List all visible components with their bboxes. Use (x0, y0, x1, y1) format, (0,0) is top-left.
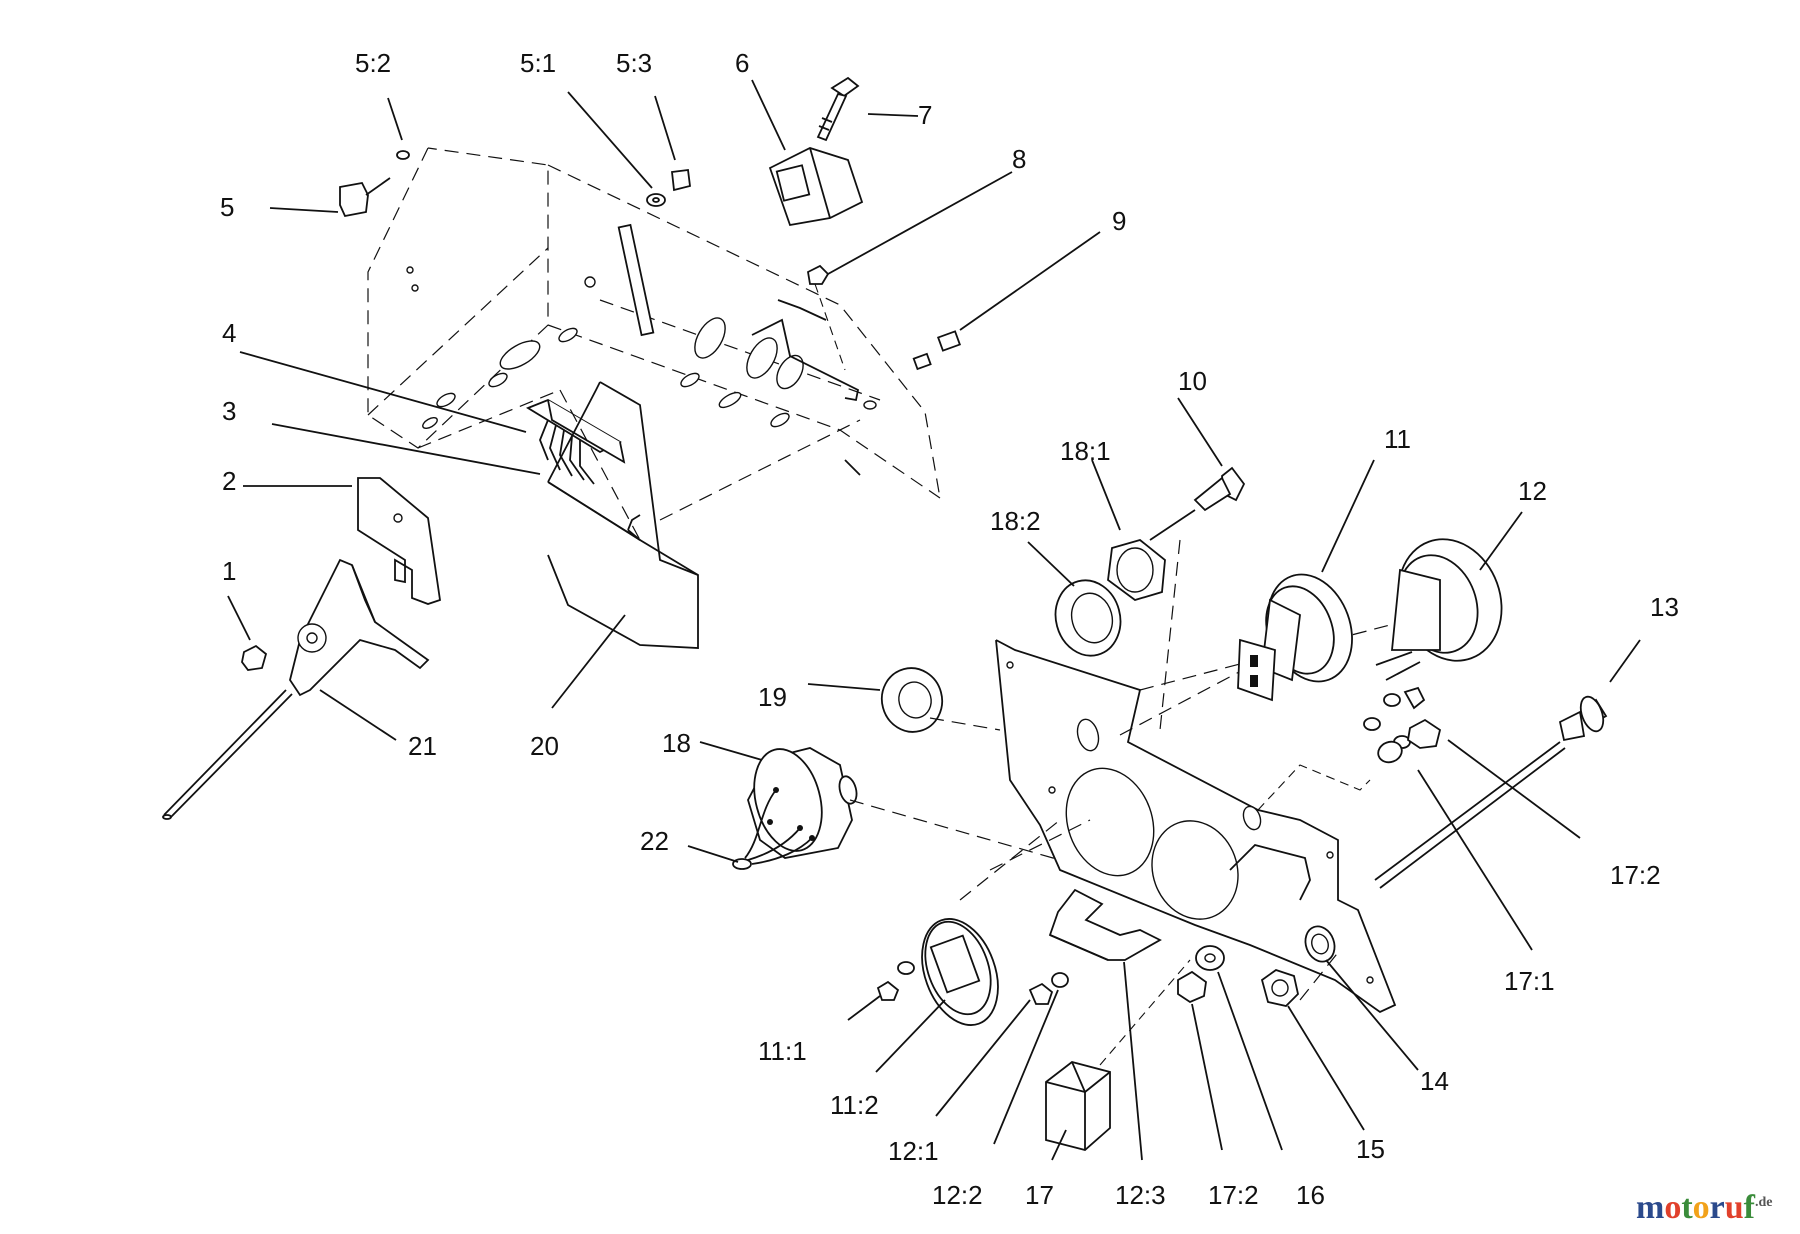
part-12-1-nut (1028, 982, 1054, 1005)
label-18: 18 (662, 728, 691, 758)
label-6: 6 (735, 48, 749, 78)
part-18-2-washer (1054, 579, 1122, 657)
part-12-2-washer (1051, 972, 1069, 988)
part-1-nut (241, 644, 268, 671)
part-12-3-bracket (1048, 888, 1162, 961)
part-11-gauge (1237, 573, 1353, 702)
label-17-2-right: 17:2 (1610, 860, 1661, 890)
label-14: 14 (1420, 1066, 1449, 1096)
svg-text:motoruf.de: motoruf.de (1636, 1189, 1773, 1226)
label-12-3: 12:3 (1115, 1180, 1166, 1210)
part-18-meter (747, 747, 858, 859)
label-17-2-lower: 17:2 (1208, 1180, 1259, 1210)
label-11: 11 (1384, 424, 1411, 454)
label-10: 10 (1178, 366, 1207, 396)
part-22-wire-harness (732, 789, 813, 870)
wm-o2: o (1693, 1189, 1710, 1226)
part-6-knob (768, 147, 864, 227)
wm-f: f (1744, 1189, 1756, 1226)
part-17-relay (1045, 959, 1191, 1151)
part-17-2-nut-right (1407, 718, 1442, 749)
label-5-1: 5:1 (520, 48, 556, 78)
label-5-3: 5:3 (616, 48, 652, 78)
part-16-washer (1195, 945, 1225, 971)
part-17-2-nut-lower (1177, 970, 1207, 1004)
label-8: 8 (1012, 144, 1026, 174)
label-13: 13 (1650, 592, 1679, 622)
wm-de: .de (1755, 1195, 1773, 1210)
label-2: 2 (222, 466, 236, 496)
part-19-washer (880, 667, 944, 733)
part-11-1-fastener (876, 961, 915, 1001)
label-9: 9 (1112, 206, 1126, 236)
leader-lines (227, 79, 1641, 1161)
label-12-2: 12:2 (932, 1180, 983, 1210)
label-17-1: 17:1 (1504, 966, 1555, 996)
motoruf-watermark: motoruf.de (1636, 1189, 1773, 1226)
part-20-circuit-board (547, 381, 861, 649)
label-5: 5 (220, 192, 234, 222)
part-17-1-washer (1377, 740, 1403, 764)
label-7: 7 (918, 100, 932, 130)
label-4: 4 (222, 318, 236, 348)
label-16: 16 (1296, 1180, 1325, 1210)
part-5-knob (339, 150, 410, 218)
part-11-2-mounting-ring (921, 918, 999, 1026)
part-4-connector (525, 399, 626, 485)
label-5-2: 5:2 (355, 48, 391, 78)
part-8-nut (807, 264, 846, 371)
label-21: 21 (408, 731, 437, 761)
wm-o1: o (1664, 1189, 1681, 1226)
label-12: 12 (1518, 476, 1547, 506)
lower-mounting-plate (995, 611, 1441, 1014)
part-21-lever (162, 558, 430, 820)
part-2-bracket (357, 477, 441, 605)
part-9-fastener (912, 330, 962, 371)
part-5-1-5-3-fasteners (646, 168, 691, 207)
part-18-1-nut (1107, 539, 1166, 601)
label-19: 19 (758, 682, 787, 712)
label-18-2: 18:2 (990, 506, 1041, 536)
label-12-1: 12:1 (888, 1136, 939, 1166)
label-18-1: 18:1 (1060, 436, 1111, 466)
callout-labels: 5:2 5:1 5:3 6 7 5 8 9 4 3 2 1 21 20 10 1… (220, 48, 1679, 1210)
label-11-2: 11:2 (830, 1090, 879, 1120)
part-7-bolt (816, 76, 860, 142)
wm-t: t (1681, 1189, 1693, 1226)
part-12-gauge (1363, 538, 1503, 749)
label-11-1: 11:1 (758, 1036, 807, 1066)
label-15: 15 (1356, 1134, 1385, 1164)
label-17: 17 (1025, 1180, 1054, 1210)
label-20: 20 (530, 731, 559, 761)
part-10-fuse (1149, 466, 1246, 541)
label-3: 3 (222, 396, 236, 426)
wm-m: m (1636, 1189, 1664, 1226)
wm-u: u (1725, 1189, 1744, 1226)
wm-r: r (1710, 1189, 1725, 1226)
label-1: 1 (222, 556, 236, 586)
part-13-cable (1374, 695, 1608, 889)
part-15-nut (1260, 969, 1299, 1007)
label-22: 22 (640, 826, 669, 856)
